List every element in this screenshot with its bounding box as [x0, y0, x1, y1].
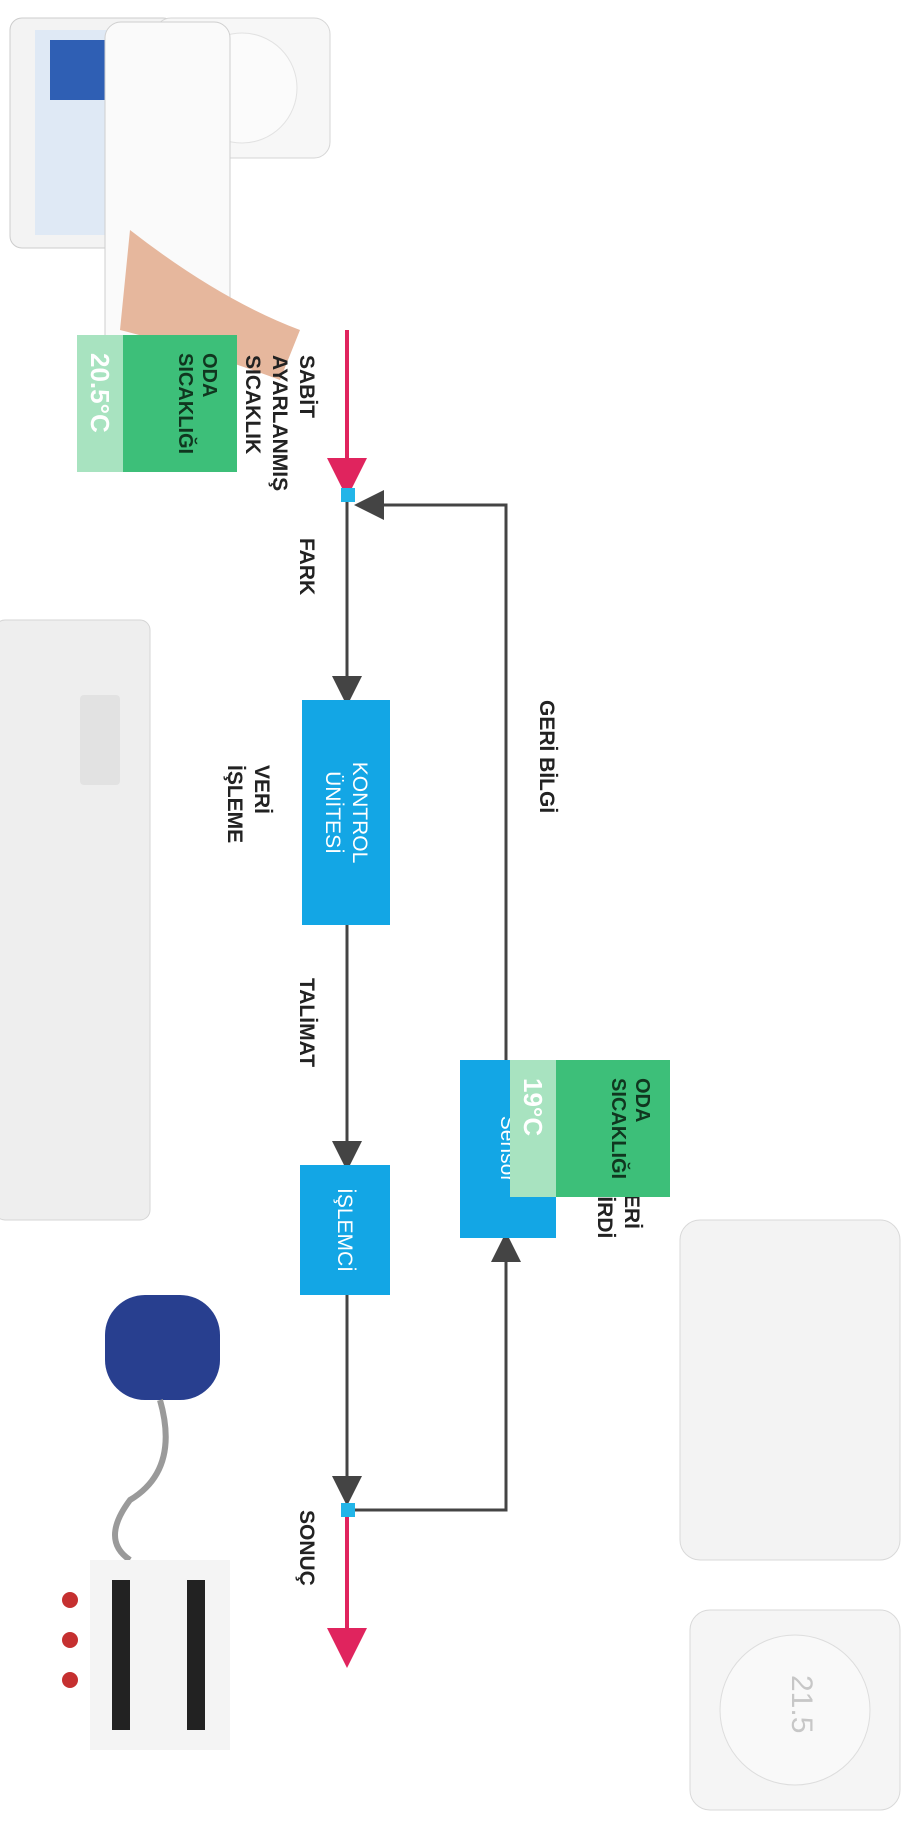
- thermostat-display: 21.5: [785, 1675, 818, 1734]
- sensor-input-path: [347, 1232, 521, 1512]
- result-junction: [341, 1503, 355, 1517]
- mobile-devices-illustration: [9, 17, 331, 380]
- label-difference: FARK: [295, 538, 318, 596]
- label-data-processing: VERİ İŞLEME: [223, 765, 273, 844]
- label-result: SONUÇ: [295, 1510, 318, 1586]
- feedback-to-junction: [354, 490, 508, 1090]
- actuator-illustration: [105, 1295, 220, 1563]
- room-temp-right-value: 19°C: [510, 1060, 556, 1198]
- label-set-temperature: SABİT AYARLANMIŞ SICAKLIK: [241, 355, 318, 492]
- thermostat-illustration: [679, 1219, 901, 1811]
- manifold-illustration: [62, 1560, 230, 1750]
- control-unit-illustration: [0, 619, 151, 1221]
- label-instruction: TALİMAT: [295, 978, 318, 1068]
- control-unit-box: KONTROL ÜNİTESİ: [302, 700, 390, 925]
- room-temp-right-title: ODA SICAKLIĞI: [556, 1060, 670, 1198]
- room-temp-card-right: ODA SICAKLIĞI 19°C: [510, 1060, 670, 1198]
- room-temp-card-left: ODA SICAKLIĞI 20.5°C: [77, 335, 237, 473]
- processor-box: İŞLEMCİ: [300, 1165, 390, 1295]
- label-feedback: GERİ BİLGİ: [535, 700, 558, 814]
- room-temp-left-title: ODA SICAKLIĞI: [123, 335, 237, 473]
- room-temp-left-value: 20.5°C: [77, 335, 123, 473]
- difference-junction: [341, 488, 355, 502]
